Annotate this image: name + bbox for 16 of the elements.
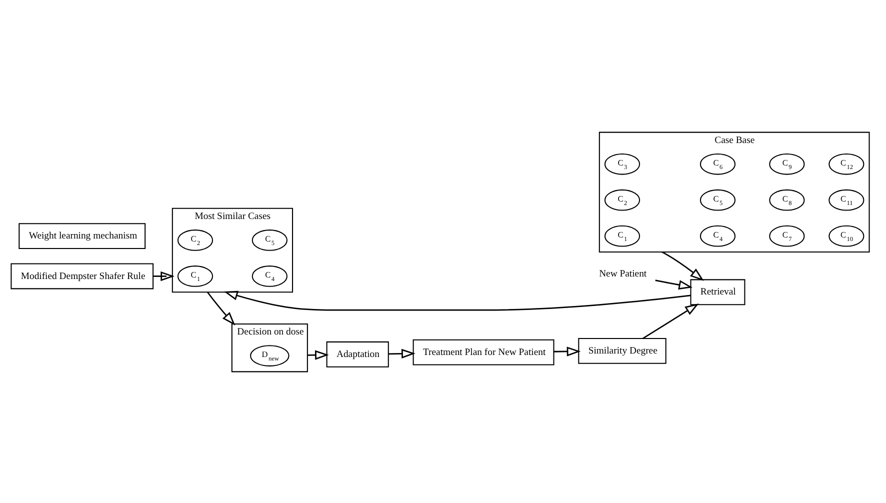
arrow bbox=[307, 350, 329, 360]
node-box: Modified Dempster Shafer Rule bbox=[10, 262, 154, 289]
arrow bbox=[655, 279, 693, 290]
arrow bbox=[554, 346, 581, 356]
node-box: Adaptation bbox=[326, 340, 389, 367]
node-text: New Patient bbox=[599, 268, 647, 280]
node-box: Weight learning mechanism bbox=[18, 222, 146, 249]
arrow bbox=[642, 302, 699, 339]
arrow bbox=[388, 348, 416, 358]
arrow bbox=[206, 291, 236, 326]
node-box: Treatment Plan for New Patient bbox=[412, 338, 554, 365]
arrow bbox=[662, 250, 704, 280]
node-box: Retrieval bbox=[690, 278, 746, 305]
arrow bbox=[224, 290, 691, 310]
node-box: Similarity Degree bbox=[578, 337, 666, 364]
arrow bbox=[153, 270, 175, 281]
